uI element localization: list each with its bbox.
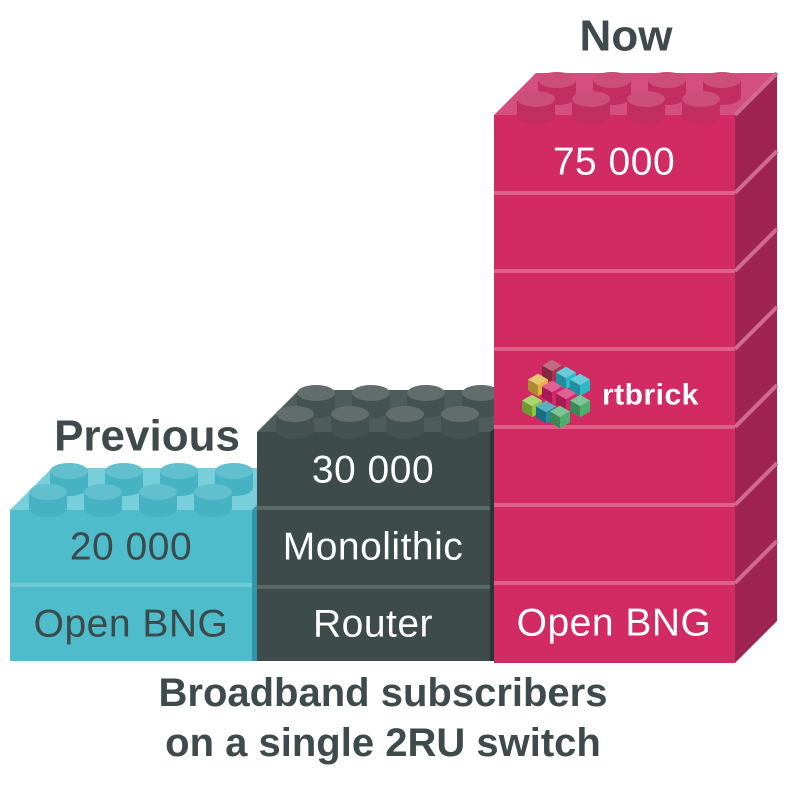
brick-stud	[139, 484, 177, 517]
rtbrick-logo-wordmark: rtbrick	[602, 379, 699, 412]
previous-era-label: Previous	[54, 412, 240, 461]
monolithic-product-line1: Monolithic	[283, 526, 464, 569]
pink-brick-studs	[517, 72, 741, 124]
now-subscriber-count: 75 000	[553, 141, 675, 184]
pink-brick-seams	[494, 191, 735, 585]
brick-stud	[84, 484, 122, 517]
tower-previous: 20 000 Open BNG	[10, 463, 294, 661]
brick-stud	[29, 484, 67, 517]
tower-monolithic: 30 000 Monolithic Router	[257, 385, 532, 661]
caption-line1: Broadband subscribers	[158, 671, 607, 715]
brick-stud	[627, 91, 665, 124]
previous-product-label: Open BNG	[34, 603, 229, 646]
pink-brick-side-seams	[733, 71, 779, 585]
brick-stud	[572, 91, 610, 124]
brick-stud	[276, 406, 314, 439]
dark-brick-side-face	[490, 428, 494, 661]
now-product-label: Open BNG	[517, 602, 712, 645]
cyan-brick-studs	[29, 463, 253, 517]
dark-brick-studs	[276, 385, 500, 439]
brick-stud	[517, 91, 555, 124]
now-era-label: Now	[580, 12, 674, 61]
brick-stud	[682, 91, 720, 124]
brick-stud	[441, 406, 479, 439]
monolithic-product-line2: Router	[313, 603, 433, 646]
caption-line2: on a single 2RU switch	[165, 721, 601, 765]
brick-stud	[331, 406, 369, 439]
cyan-brick-seam	[10, 583, 252, 587]
dark-brick-seam	[257, 506, 490, 510]
brick-stud	[386, 406, 424, 439]
dark-brick-seam	[257, 585, 490, 589]
cyan-brick-side-face	[252, 505, 257, 661]
previous-subscriber-count: 20 000	[70, 526, 192, 569]
pink-brick-side-face	[735, 73, 777, 663]
tower-now: 75 000 Open BNG rtbrick	[494, 71, 779, 663]
monolithic-subscriber-count: 30 000	[312, 449, 434, 492]
brick-stud	[194, 484, 232, 517]
rtbrick-logo: rtbrick	[522, 359, 699, 429]
dark-brick-front-face	[257, 432, 490, 661]
